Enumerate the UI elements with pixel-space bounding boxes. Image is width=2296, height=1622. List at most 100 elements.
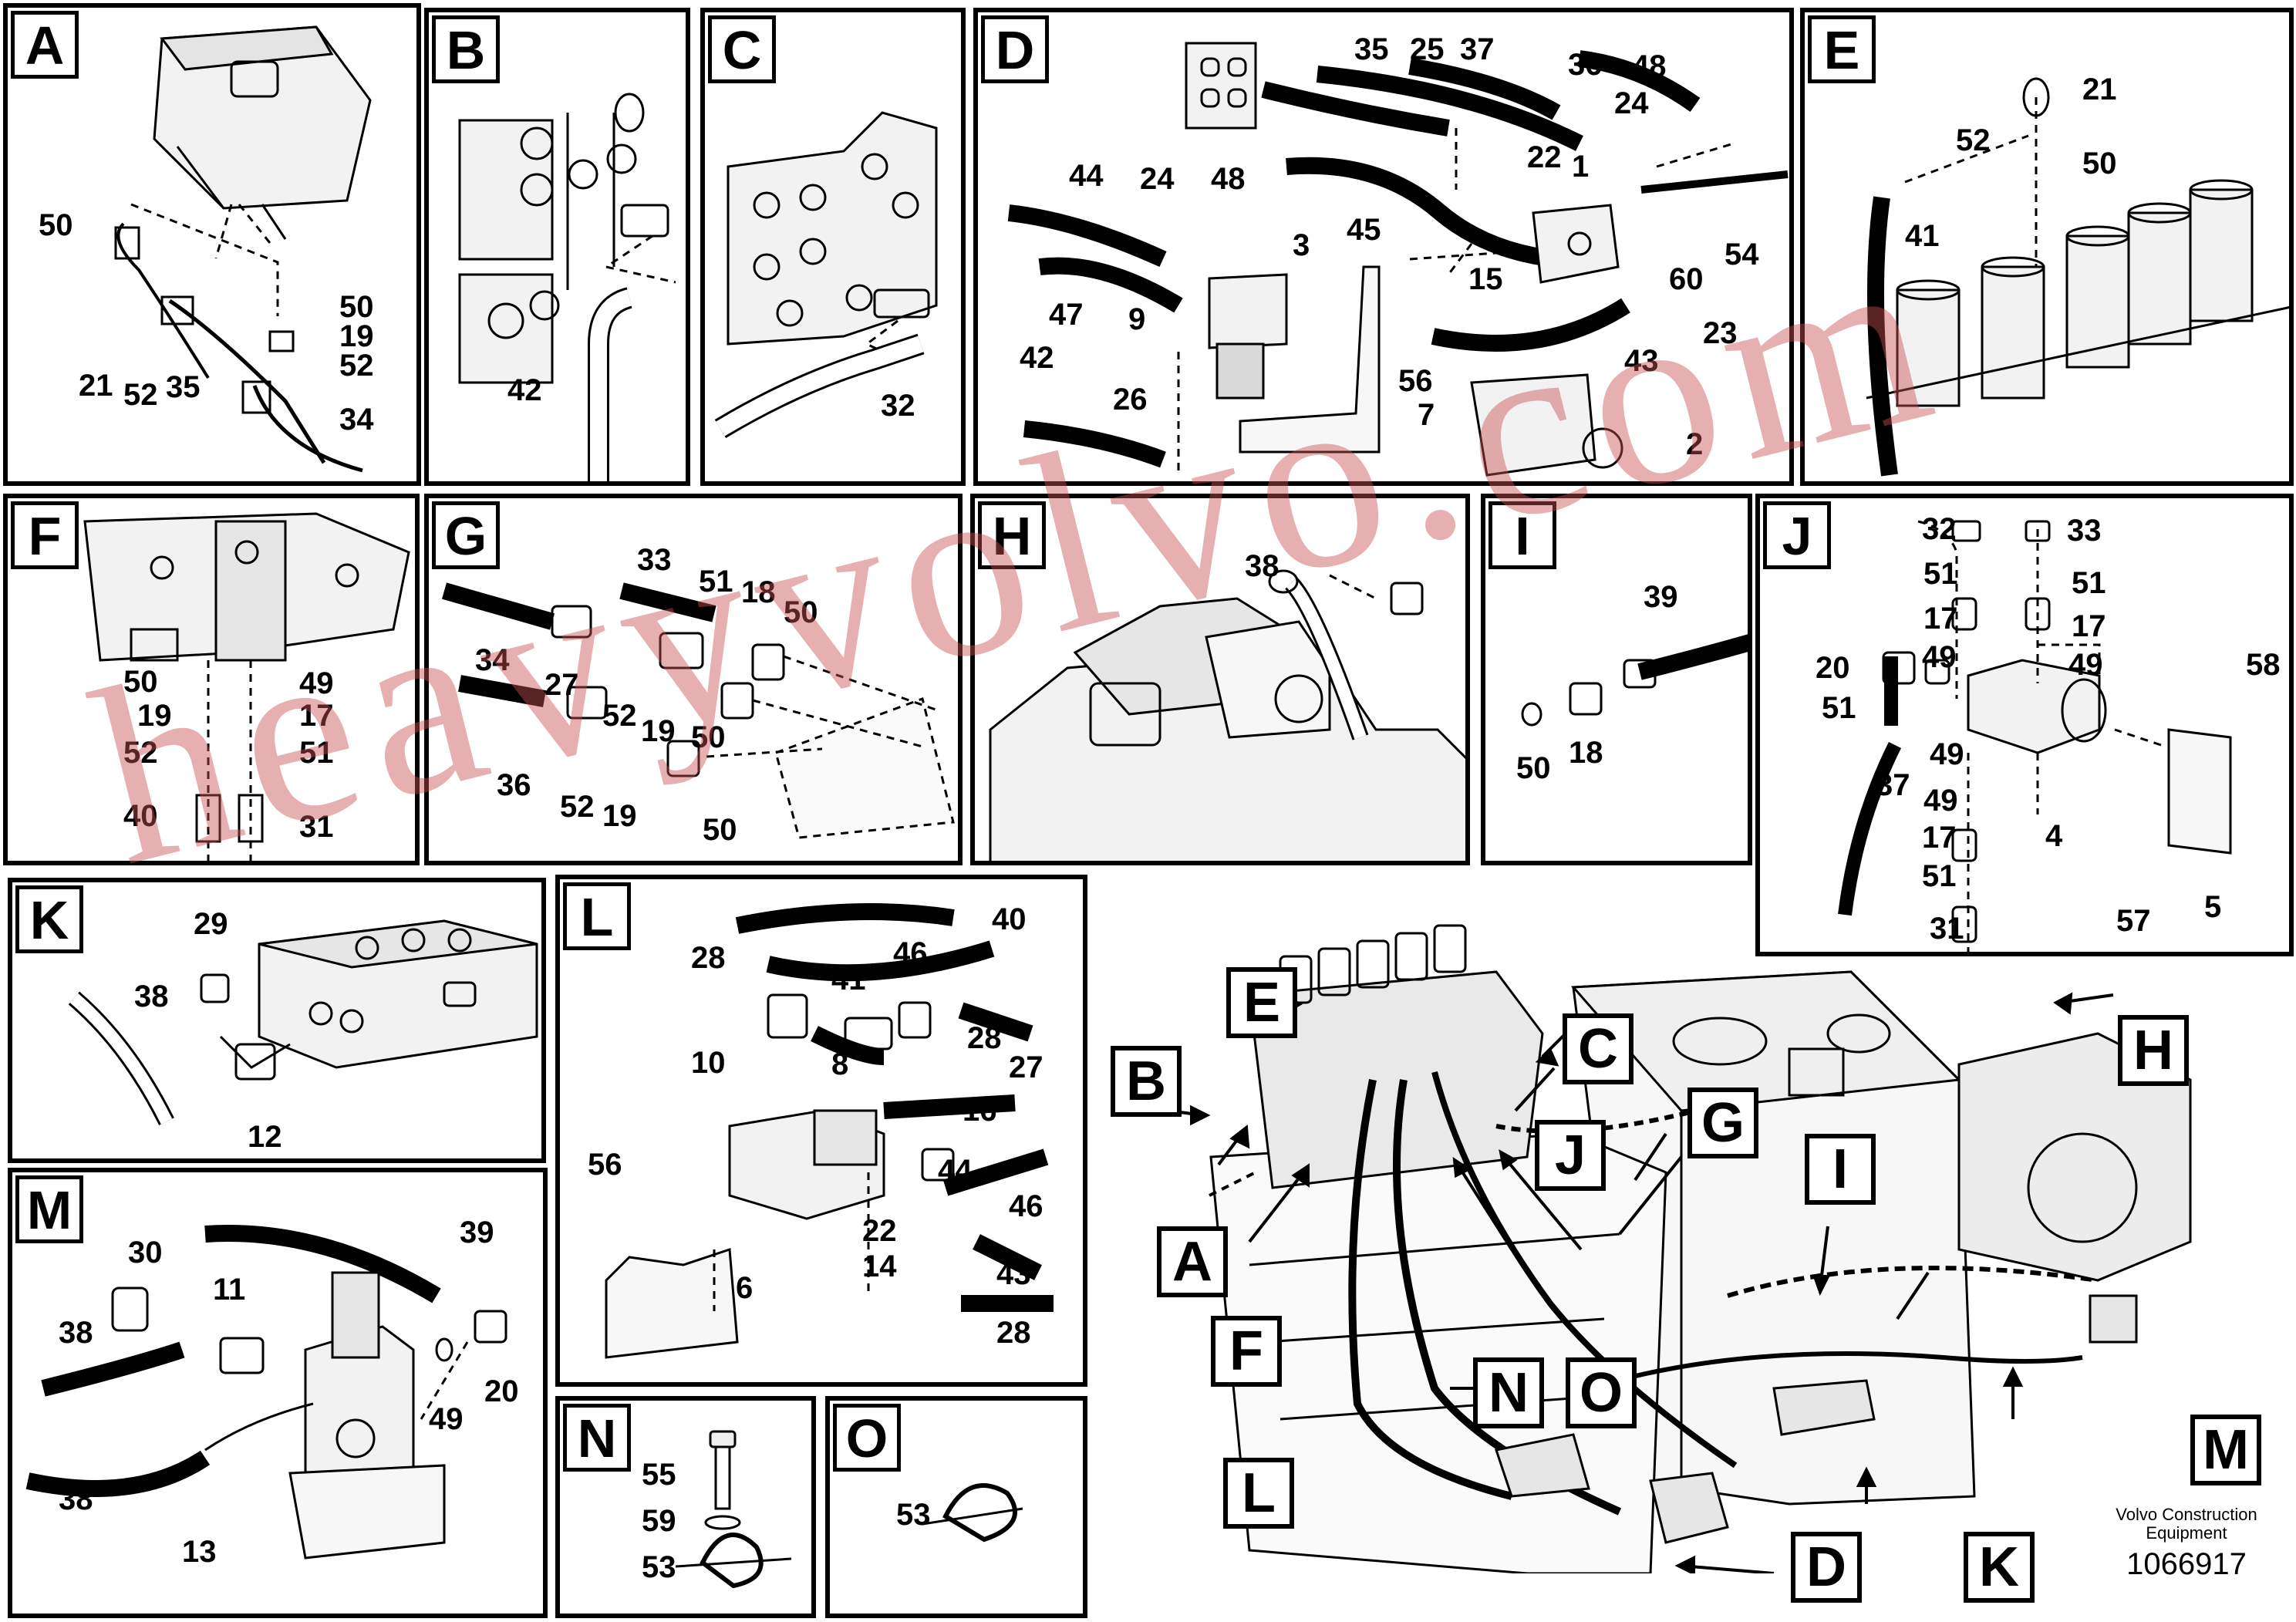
callout: 42 (507, 373, 542, 407)
panel-i: I 39 50 18 (1481, 494, 1752, 865)
callout: 51 (299, 736, 334, 770)
panel-a: A 50 50 19 52 21 52 35 34 (3, 3, 421, 486)
callout: 12 (248, 1120, 282, 1154)
callout: 43 (996, 1257, 1031, 1291)
panel-label: A (11, 11, 79, 79)
callout: 50 (123, 665, 158, 699)
callout: 52 (123, 378, 158, 412)
callout: 14 (862, 1249, 897, 1283)
callout: 17 (299, 699, 334, 733)
panel-label: I (1489, 501, 1556, 569)
panel-label: L (563, 882, 631, 950)
callout: 17 (2072, 609, 2106, 643)
main-label-n: N (1473, 1357, 1544, 1428)
callout: 36 (1568, 48, 1603, 82)
callout: 56 (1398, 364, 1433, 398)
callout: 28 (691, 941, 726, 975)
callout: 6 (736, 1271, 754, 1305)
callout: 53 (896, 1498, 931, 1532)
callout: 37 (1460, 32, 1495, 66)
callout: 49 (1922, 640, 1957, 674)
callout: 44 (1069, 159, 1104, 193)
panel-label: F (11, 501, 79, 569)
callout: 39 (460, 1216, 494, 1249)
callout: 41 (831, 963, 866, 996)
panel-d-drawing (1007, 42, 1789, 477)
callout: 21 (79, 369, 113, 403)
panel-c: C 32 (700, 8, 966, 486)
callout: 31 (1930, 912, 1964, 946)
main-label-c: C (1563, 1013, 1633, 1084)
panel-k: K 29 38 12 (8, 878, 546, 1163)
callout: 51 (1922, 859, 1957, 893)
panel-m: M 30 11 39 38 49 20 38 13 (8, 1168, 548, 1618)
main-label-d: D (1791, 1532, 1862, 1603)
callout: 19 (602, 799, 637, 833)
callout: 19 (641, 714, 676, 748)
callout: 20 (484, 1374, 519, 1408)
callout: 9 (1128, 302, 1146, 336)
callout: 49 (2068, 648, 2103, 682)
panel-m-drawing (25, 1225, 507, 1560)
callout: 29 (194, 907, 228, 941)
callout: 35 (166, 370, 201, 404)
callout: 47 (1049, 298, 1084, 332)
main-label-e: E (1226, 967, 1297, 1038)
callout: 49 (1930, 737, 1964, 771)
callout: 39 (1644, 580, 1678, 614)
callout: 38 (1245, 549, 1279, 583)
callout: 43 (1624, 344, 1659, 378)
callout: 38 (59, 1482, 93, 1516)
callout: 53 (642, 1550, 676, 1584)
callout: 50 (339, 290, 374, 324)
callout: 51 (1822, 691, 1856, 725)
callout: 28 (967, 1021, 1002, 1055)
panel-label: J (1763, 501, 1831, 569)
panel-g-drawing (441, 582, 955, 839)
callout: 24 (1140, 162, 1175, 196)
main-label-k: K (1964, 1532, 2035, 1603)
callout: 38 (134, 980, 169, 1013)
panel-n-drawing (675, 1430, 792, 1589)
callout: 32 (881, 389, 915, 423)
callout: 55 (642, 1458, 676, 1492)
callout: 60 (1669, 262, 1704, 296)
callout: 18 (1569, 736, 1603, 770)
callout: 2 (1686, 427, 1704, 461)
callout: 40 (992, 902, 1027, 936)
main-label-f: F (1211, 1316, 1282, 1387)
main-label-g: G (1687, 1088, 1758, 1158)
drawing-number: 1066917 (2126, 1547, 2247, 1581)
callout: 22 (1527, 140, 1562, 174)
callout: 26 (1113, 383, 1148, 416)
panel-label: E (1808, 15, 1876, 83)
panel-label: N (563, 1404, 631, 1472)
callout: 56 (588, 1148, 622, 1182)
panel-j-drawing (1838, 520, 2232, 952)
callout: 36 (497, 768, 531, 802)
callout: 35 (1354, 32, 1389, 66)
callout: 38 (59, 1316, 93, 1350)
callout: 50 (784, 595, 818, 629)
main-label-o: O (1566, 1357, 1637, 1428)
panel-h-drawing (989, 569, 1465, 861)
footer-company-line1: Volvo Construction (2116, 1505, 2257, 1524)
panel-label: O (833, 1404, 901, 1472)
callout: 13 (182, 1535, 217, 1569)
callout: 28 (996, 1316, 1031, 1350)
callout: 50 (703, 813, 737, 847)
main-label-m: M (2190, 1415, 2261, 1485)
panel-label: G (432, 501, 500, 569)
callout: 48 (1632, 49, 1667, 83)
callout: 51 (1923, 557, 1958, 591)
callout: 44 (938, 1154, 973, 1188)
callout: 5 (2204, 890, 2222, 924)
callout: 48 (1211, 162, 1246, 196)
main-label-b: B (1111, 1046, 1182, 1117)
panel-label: K (15, 885, 83, 953)
panel-f: F 50 49 19 17 52 51 40 31 (3, 494, 420, 865)
panel-g: G 33 51 18 50 34 27 52 19 50 36 52 19 50 (424, 494, 963, 865)
callout: 34 (339, 403, 374, 437)
callout: 49 (299, 666, 334, 700)
callout: 10 (691, 1046, 726, 1080)
